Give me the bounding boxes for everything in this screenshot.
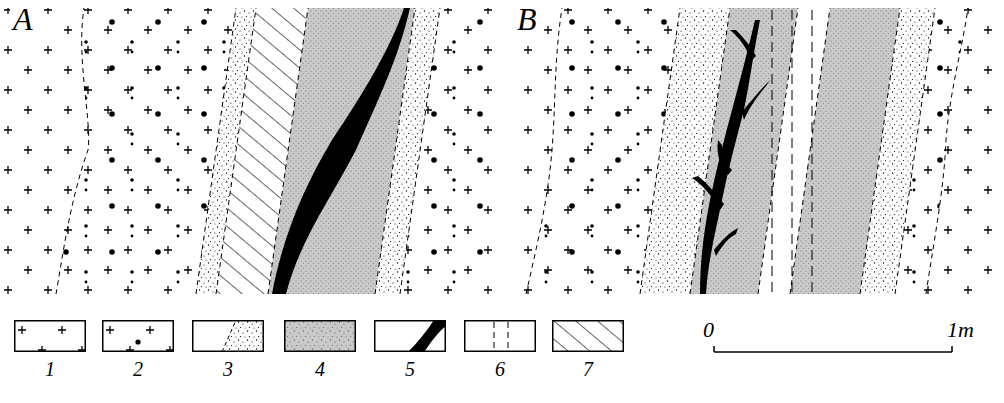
legend-swatch xyxy=(192,320,264,352)
scale-bar xyxy=(714,346,952,352)
legend-number: 4 xyxy=(284,358,356,380)
panel-a xyxy=(0,8,492,294)
legend-number: 2 xyxy=(102,358,174,380)
legend-color xyxy=(408,320,446,352)
legend-swatch xyxy=(102,320,174,352)
legend-swatch xyxy=(284,320,356,352)
legend-color xyxy=(284,320,356,352)
legend-number: 3 xyxy=(192,358,264,380)
legend-swatch xyxy=(14,320,86,352)
legend-number: 1 xyxy=(14,358,86,380)
panel-letter: A xyxy=(10,2,36,37)
panel-letter: B xyxy=(514,2,540,37)
panel-b xyxy=(512,8,1004,294)
scale-label: 1m xyxy=(944,318,977,342)
legend-swatch xyxy=(464,320,536,352)
legend-number: 6 xyxy=(464,358,536,380)
legend-swatch xyxy=(374,320,446,352)
scale-label: 0 xyxy=(700,318,717,342)
legend-swatch xyxy=(552,320,624,352)
legend-number: 7 xyxy=(552,358,624,380)
legend-number: 5 xyxy=(374,358,446,380)
